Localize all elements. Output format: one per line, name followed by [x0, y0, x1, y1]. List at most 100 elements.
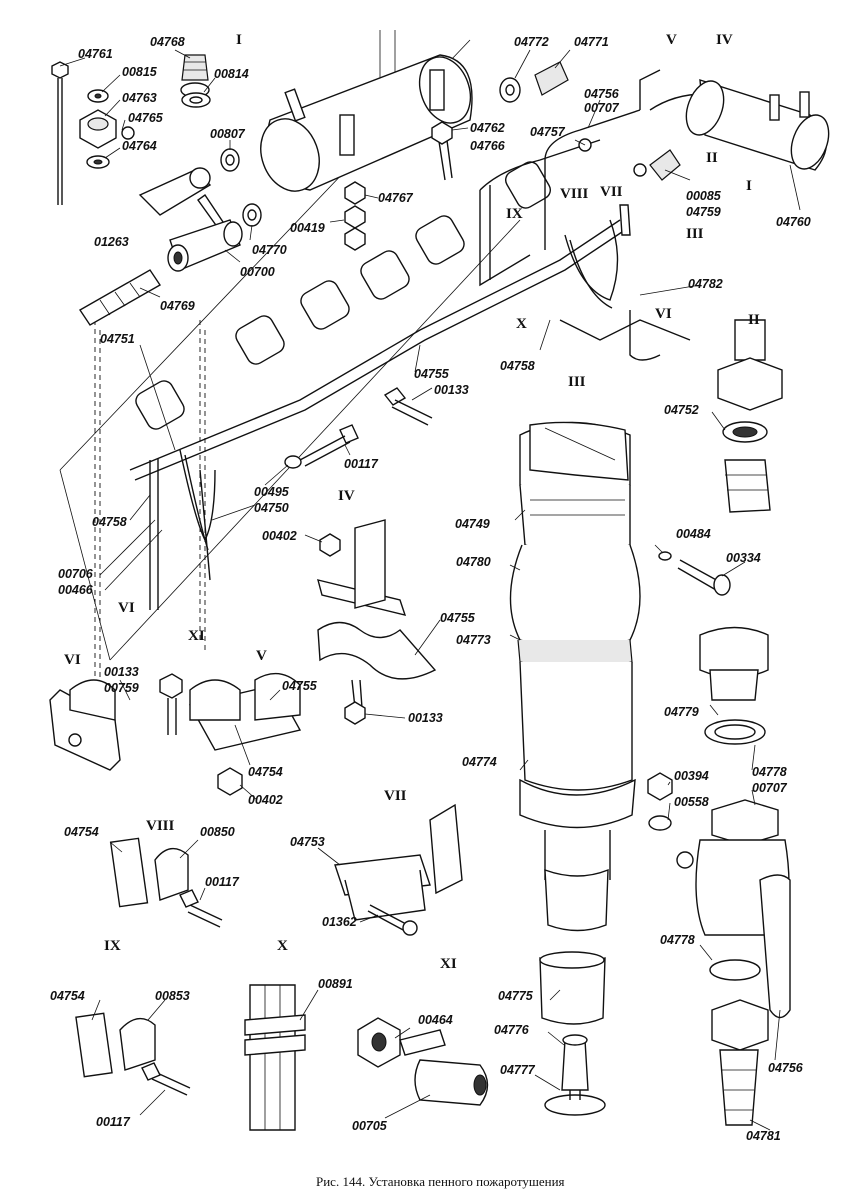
bolt-00117-mid	[284, 424, 359, 469]
gasket-00814	[181, 92, 211, 108]
figure-caption: Рис. 144. Установка пенного пожаротушени…	[316, 1174, 565, 1189]
label-04754-detail-IX: 04754	[50, 989, 85, 1003]
label-00419: 00419	[290, 221, 325, 235]
label-04753: 04753	[290, 835, 325, 849]
roman-II-detail: II	[748, 312, 760, 328]
fuselage-windows	[135, 161, 551, 430]
label-00334: 00334	[726, 551, 761, 565]
label-04779: 04779	[664, 705, 699, 719]
label-04755-mid: 04755	[414, 367, 450, 381]
label-04778-upper: 04778	[752, 765, 787, 779]
nut-00394-00558	[647, 772, 673, 831]
label-04752: 04752	[664, 403, 699, 417]
label-00402-top: 00402	[262, 529, 297, 543]
label-00707-top: 00707	[584, 101, 620, 115]
label-00705: 00705	[352, 1119, 388, 1133]
roman-IV-top: IV	[716, 32, 733, 48]
label-04762: 04762	[470, 121, 505, 135]
label-04761: 04761	[78, 47, 113, 61]
label-00850: 00850	[200, 825, 235, 839]
label-04760: 04760	[776, 215, 811, 229]
leader-lines	[59, 49, 801, 1131]
label-04781: 04781	[746, 1129, 781, 1143]
union-04779	[699, 626, 769, 745]
tee-fitting-00700	[167, 219, 243, 272]
label-04750: 04750	[254, 501, 289, 515]
roman-X-detail: X	[277, 938, 288, 954]
label-01362: 01362	[322, 915, 357, 929]
view-callouts: I I II II III III IV IV V V VI VI VI VII…	[64, 32, 760, 972]
label-04755-detail-IV: 04755	[440, 611, 476, 625]
label-00706: 00706	[58, 567, 94, 581]
label-04776: 04776	[494, 1023, 530, 1037]
label-04774: 04774	[462, 755, 497, 769]
label-00891: 00891	[318, 977, 353, 991]
screw-00334	[658, 551, 731, 596]
foam-cylinder-right	[685, 79, 830, 171]
label-00807: 00807	[210, 127, 246, 141]
label-04771: 04771	[574, 35, 609, 49]
detail-VII-bracket	[334, 803, 463, 936]
roman-VI-left: VI	[118, 600, 135, 616]
label-00558: 00558	[674, 795, 709, 809]
flexible-hoses	[179, 219, 619, 551]
cock-01263	[138, 167, 227, 229]
label-00853: 00853	[155, 989, 190, 1003]
roman-VI-detail: VI	[64, 652, 81, 668]
label-04782: 04782	[688, 277, 723, 291]
detail-VI-clip	[49, 679, 121, 771]
roman-III-mid: III	[686, 226, 704, 242]
detail-X-pipe-clamp	[244, 984, 306, 1131]
roman-VIII-detail: VIII	[146, 818, 175, 834]
label-04765: 04765	[128, 111, 164, 125]
label-04758-left: 04758	[92, 515, 127, 529]
label-00815: 00815	[122, 65, 158, 79]
label-00484: 00484	[676, 527, 711, 541]
label-04769: 04769	[160, 299, 195, 313]
label-00402-detail-V: 00402	[248, 793, 283, 807]
label-04772: 04772	[514, 35, 549, 49]
label-01263: 01263	[94, 235, 129, 249]
roman-XI-left: XI	[188, 628, 205, 644]
roman-IX-detail: IX	[104, 938, 121, 954]
foam-generator-04749	[509, 421, 641, 829]
ball-valve-00707	[676, 799, 791, 1019]
roman-V-detail: V	[256, 648, 267, 664]
label-00464: 00464	[418, 1013, 453, 1027]
label-00814: 00814	[214, 67, 249, 81]
detail-II-fitting	[717, 319, 783, 513]
generator-strainer-04775	[539, 830, 611, 1025]
label-04770: 04770	[252, 243, 287, 257]
label-04756-lower: 04756	[768, 1061, 804, 1075]
fittings-right-cluster	[578, 138, 681, 236]
label-04767: 04767	[378, 191, 414, 205]
bolts-00419-04767	[344, 121, 453, 251]
label-04763: 04763	[122, 91, 157, 105]
label-04759: 04759	[686, 205, 721, 219]
valve-body-04763	[79, 109, 135, 149]
label-04777: 04777	[500, 1063, 536, 1077]
ring-00807	[220, 148, 240, 172]
roman-XI-detail: XI	[440, 956, 457, 972]
part-number-labels: 04761 04768 00815 00814 04763 04765 0476…	[50, 35, 811, 1143]
label-00117-mid: 00117	[344, 457, 379, 471]
valve-04777	[544, 1034, 606, 1116]
detail-VIII-clip	[109, 837, 223, 928]
nipple-04768	[180, 54, 210, 98]
label-00759: 00759	[104, 681, 139, 695]
label-00133-detail-IV: 00133	[408, 711, 443, 725]
detail-IX-clip	[75, 1012, 191, 1096]
roman-VI-right: VI	[655, 306, 672, 322]
label-00495: 00495	[254, 485, 290, 499]
label-04766: 04766	[470, 139, 506, 153]
roman-X-mid: X	[516, 316, 527, 332]
roman-I-top: I	[236, 32, 242, 48]
label-00117-detail-VIII: 00117	[205, 875, 240, 889]
label-00707-lower: 00707	[752, 781, 788, 795]
label-04775: 04775	[498, 989, 534, 1003]
label-04755-detail-V: 04755	[282, 679, 318, 693]
label-04780: 04780	[456, 555, 491, 569]
roman-II-right: II	[706, 150, 718, 166]
